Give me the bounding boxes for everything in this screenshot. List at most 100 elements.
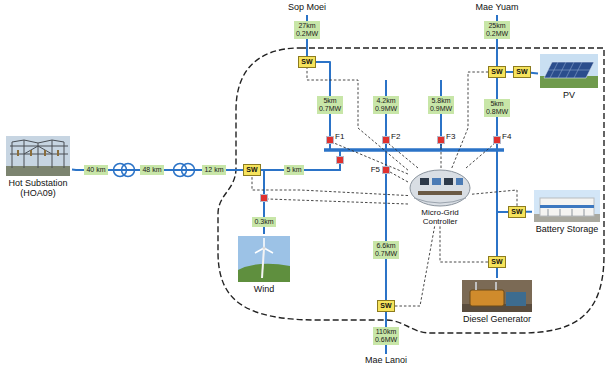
- switch-box: SW: [508, 206, 525, 218]
- battery-photo: [534, 190, 600, 222]
- power-line: [108, 169, 141, 171]
- control-links: [268, 143, 494, 204]
- building-stripe: [540, 205, 594, 208]
- steel-structure: [10, 140, 68, 168]
- pv-node: PV: [538, 52, 600, 100]
- monitor: [420, 178, 429, 185]
- generator-set: [470, 290, 504, 306]
- feeder-number: F2: [391, 133, 400, 142]
- transformer-winding: [182, 164, 195, 177]
- power-line: [385, 312, 387, 327]
- line-rating-tag: 48 km: [140, 165, 163, 175]
- caption-text: Battery Storage: [532, 224, 602, 234]
- rating-text: 25km 0.2MW: [486, 22, 508, 37]
- transformer-winding: [122, 164, 135, 177]
- turbine-tower: [262, 248, 264, 278]
- control-link: [395, 226, 435, 306]
- switch-label: SW: [491, 258, 502, 266]
- power-line: [526, 211, 532, 213]
- panel-grid: [548, 62, 590, 78]
- photo-sky: [6, 136, 70, 176]
- photo-sky: [534, 190, 600, 222]
- power-line: [226, 169, 244, 171]
- pv-photo: [540, 54, 598, 88]
- line-rating-tag: 27km 0.2MW: [294, 21, 320, 38]
- desk: [418, 191, 462, 195]
- wind-photo: [238, 236, 290, 282]
- engine-room: [462, 280, 532, 312]
- turbine-hub: [263, 247, 266, 250]
- photo-sky: [238, 236, 290, 282]
- power-line: [496, 78, 498, 99]
- switch-box: SW: [243, 164, 260, 176]
- rating-text: 6.6km 0.7MW: [375, 242, 397, 257]
- battery-building: [540, 198, 594, 216]
- rating-text: 0.3km: [254, 218, 273, 226]
- line-rating-tag: 5 km: [284, 165, 303, 175]
- diesel-photo: [462, 280, 532, 312]
- control-link: [472, 190, 517, 206]
- rating-text: 110km 0.6MW: [375, 328, 397, 343]
- breaker-symbol: [438, 137, 445, 144]
- switch-label: SW: [246, 166, 257, 174]
- diesel-node: Diesel Generator: [457, 278, 537, 324]
- breaker-symbol: [327, 137, 334, 144]
- rating-text: 27km 0.2MW: [296, 22, 318, 37]
- photo-space: [457, 278, 537, 314]
- transformer-symbol: [114, 164, 135, 177]
- monitor: [432, 178, 441, 185]
- line-rating-tag: 110km 0.6MW: [373, 327, 399, 344]
- rating-text: 5km 0.8MW: [486, 100, 508, 115]
- rating-text: 12 km: [204, 166, 223, 174]
- rating-text: 5.8km 0.9MW: [430, 97, 452, 112]
- power-wires: [294, 15, 517, 354]
- photo-sky: [540, 54, 598, 88]
- monitor: [444, 178, 453, 185]
- rating-text: 5km 0.7MW: [319, 97, 341, 112]
- photo-space: [4, 134, 72, 178]
- controller-photo: [410, 170, 470, 206]
- photo-space: [408, 168, 472, 208]
- power-line: [261, 170, 264, 217]
- control-link: [440, 226, 488, 262]
- control-link: [389, 144, 418, 168]
- control-link: [390, 172, 408, 182]
- turbine-blades: [255, 238, 273, 253]
- switch-label: SW: [301, 58, 312, 66]
- caption-text: Hot Substation (HOA09): [4, 178, 72, 199]
- breaker-symbols: [261, 137, 501, 202]
- building-doors: [548, 209, 584, 216]
- feeder-number: F5: [371, 166, 380, 175]
- power-line: [306, 39, 308, 56]
- switch-box: SW: [488, 256, 505, 268]
- substation-photo: [6, 136, 70, 176]
- rating-text: 40 km: [86, 166, 105, 174]
- switch-box: SW: [488, 66, 505, 78]
- caption-text: Diesel Generator: [457, 314, 537, 324]
- line-rating-tag: 5.8km 0.9MW: [428, 96, 454, 113]
- breaker-symbol: [261, 195, 268, 202]
- switch-label: SW: [491, 68, 502, 76]
- power-line: [496, 268, 498, 278]
- solar-panel: [544, 62, 594, 78]
- place-name: Mae Yuam: [476, 3, 519, 13]
- switch-label: SW: [511, 208, 522, 216]
- busbar: [324, 148, 504, 152]
- control-link: [441, 144, 442, 168]
- line-rating-tag: 4.2km 0.9MW: [373, 96, 399, 113]
- place-name: Mae Lanoi: [365, 356, 407, 366]
- control-link: [466, 144, 494, 168]
- line-rating-tag: 6.6km 0.7MW: [373, 241, 399, 258]
- photo-space: [538, 52, 600, 90]
- microgrid-boundary: [218, 48, 604, 333]
- power-line: [72, 169, 84, 171]
- line-rating-tag: 12 km: [202, 165, 225, 175]
- transformer-symbol: [174, 164, 195, 177]
- control-link: [452, 72, 489, 168]
- rating-text: 48 km: [142, 166, 161, 174]
- photo-hill: [238, 264, 290, 282]
- breaker-symbol: [383, 167, 390, 174]
- breaker-symbol: [494, 137, 501, 144]
- power-line: [263, 227, 265, 234]
- feeder-number: F3: [446, 133, 455, 142]
